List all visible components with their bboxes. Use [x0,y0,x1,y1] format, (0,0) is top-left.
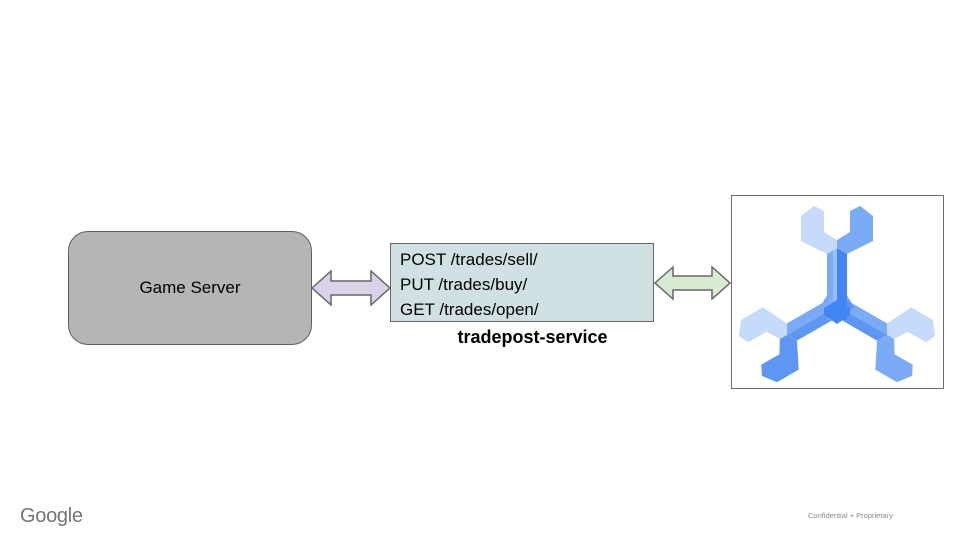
endpoint-get: GET /trades/open/ [400,300,539,319]
tradepost-service-node: POST /trades/sell/ PUT /trades/buy/ GET … [390,243,654,322]
spanner-arm-up [801,206,873,320]
left-bidirectional-arrow [311,269,391,307]
spanner-center-chevron [824,300,850,324]
google-logo: Google [20,505,83,527]
spanner-image-frame [731,195,944,389]
confidential-note: Confidential + Proprietary [808,511,893,520]
tradepost-service-caption: tradepost-service [457,327,608,347]
right-arrow-shape [654,265,731,301]
endpoint-post: POST /trades/sell/ [400,250,538,269]
left-arrow-shape [311,269,391,307]
cloud-spanner-logo-icon [738,206,936,383]
game-server-label: Game Server [139,278,241,297]
right-bidirectional-arrow [654,265,731,301]
endpoint-put: PUT /trades/buy/ [400,275,528,294]
game-server-node: Game Server [68,231,312,345]
